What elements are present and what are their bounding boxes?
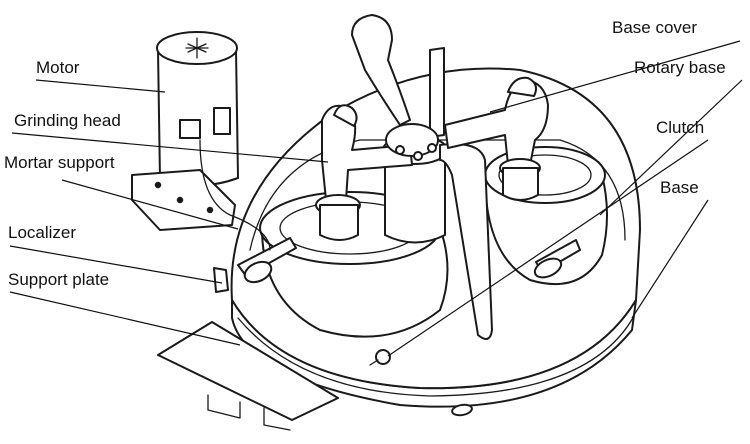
label-base: Base bbox=[660, 178, 699, 197]
label-mortar-support: Mortar support bbox=[4, 153, 115, 172]
label-clutch: Clutch bbox=[656, 118, 704, 137]
right-grinding-head-cap bbox=[507, 76, 537, 97]
motor-vent bbox=[185, 37, 209, 59]
leader-clutch bbox=[387, 139, 709, 357]
left-handle-knob bbox=[243, 260, 273, 284]
left-grinding-head-cap bbox=[333, 104, 358, 127]
rear-post bbox=[429, 47, 445, 138]
leader-lines bbox=[9, 40, 743, 357]
localizer-knob bbox=[213, 267, 229, 293]
label-localizer: Localizer bbox=[8, 223, 76, 242]
support-plate-feet bbox=[207, 394, 291, 431]
leader-mortar-support bbox=[61, 179, 239, 230]
motor-switch bbox=[179, 119, 201, 139]
leader-base-cover bbox=[489, 40, 741, 113]
rotary-base-outline bbox=[249, 139, 626, 251]
clutch-knob-arm bbox=[369, 359, 379, 366]
label-rotary-base: Rotary base bbox=[634, 58, 726, 77]
right-mortar-bowl bbox=[484, 174, 608, 286]
bracket-bolt-3 bbox=[206, 206, 214, 214]
back-grinding-arm bbox=[351, 14, 411, 126]
base-rim-line bbox=[237, 315, 635, 397]
bracket-bolt-2 bbox=[176, 196, 184, 204]
label-grinding-head: Grinding head bbox=[14, 111, 121, 130]
leader-grinding-head bbox=[11, 132, 329, 163]
leader-motor bbox=[35, 79, 166, 93]
central-column bbox=[384, 149, 446, 244]
bracket-bolt-1 bbox=[154, 181, 162, 189]
right-handle-knob bbox=[533, 257, 563, 279]
motor-cable bbox=[199, 139, 271, 251]
leader-localizer bbox=[9, 245, 223, 284]
motor-plate bbox=[213, 107, 231, 135]
base-slot bbox=[451, 403, 473, 417]
machine-illustration bbox=[131, 14, 641, 431]
clutch-knob bbox=[375, 349, 391, 365]
hub-hole-2 bbox=[413, 151, 423, 161]
leader-support-plate bbox=[9, 291, 241, 346]
right-pestle bbox=[502, 167, 539, 201]
label-support-plate: Support plate bbox=[8, 270, 109, 289]
hub-hole-3 bbox=[427, 143, 437, 153]
left-pestle bbox=[319, 204, 359, 241]
label-base-cover: Base cover bbox=[612, 18, 697, 37]
right-mortar-inner bbox=[498, 154, 592, 196]
label-motor: Motor bbox=[36, 58, 80, 77]
clutch-fin bbox=[439, 143, 493, 340]
leader-rotary-base bbox=[599, 79, 743, 216]
leader-base bbox=[631, 199, 709, 319]
hub-hole-1 bbox=[395, 145, 405, 155]
support-plate bbox=[157, 321, 339, 421]
labels: Motor Grinding head Mortar support Local… bbox=[4, 18, 726, 289]
